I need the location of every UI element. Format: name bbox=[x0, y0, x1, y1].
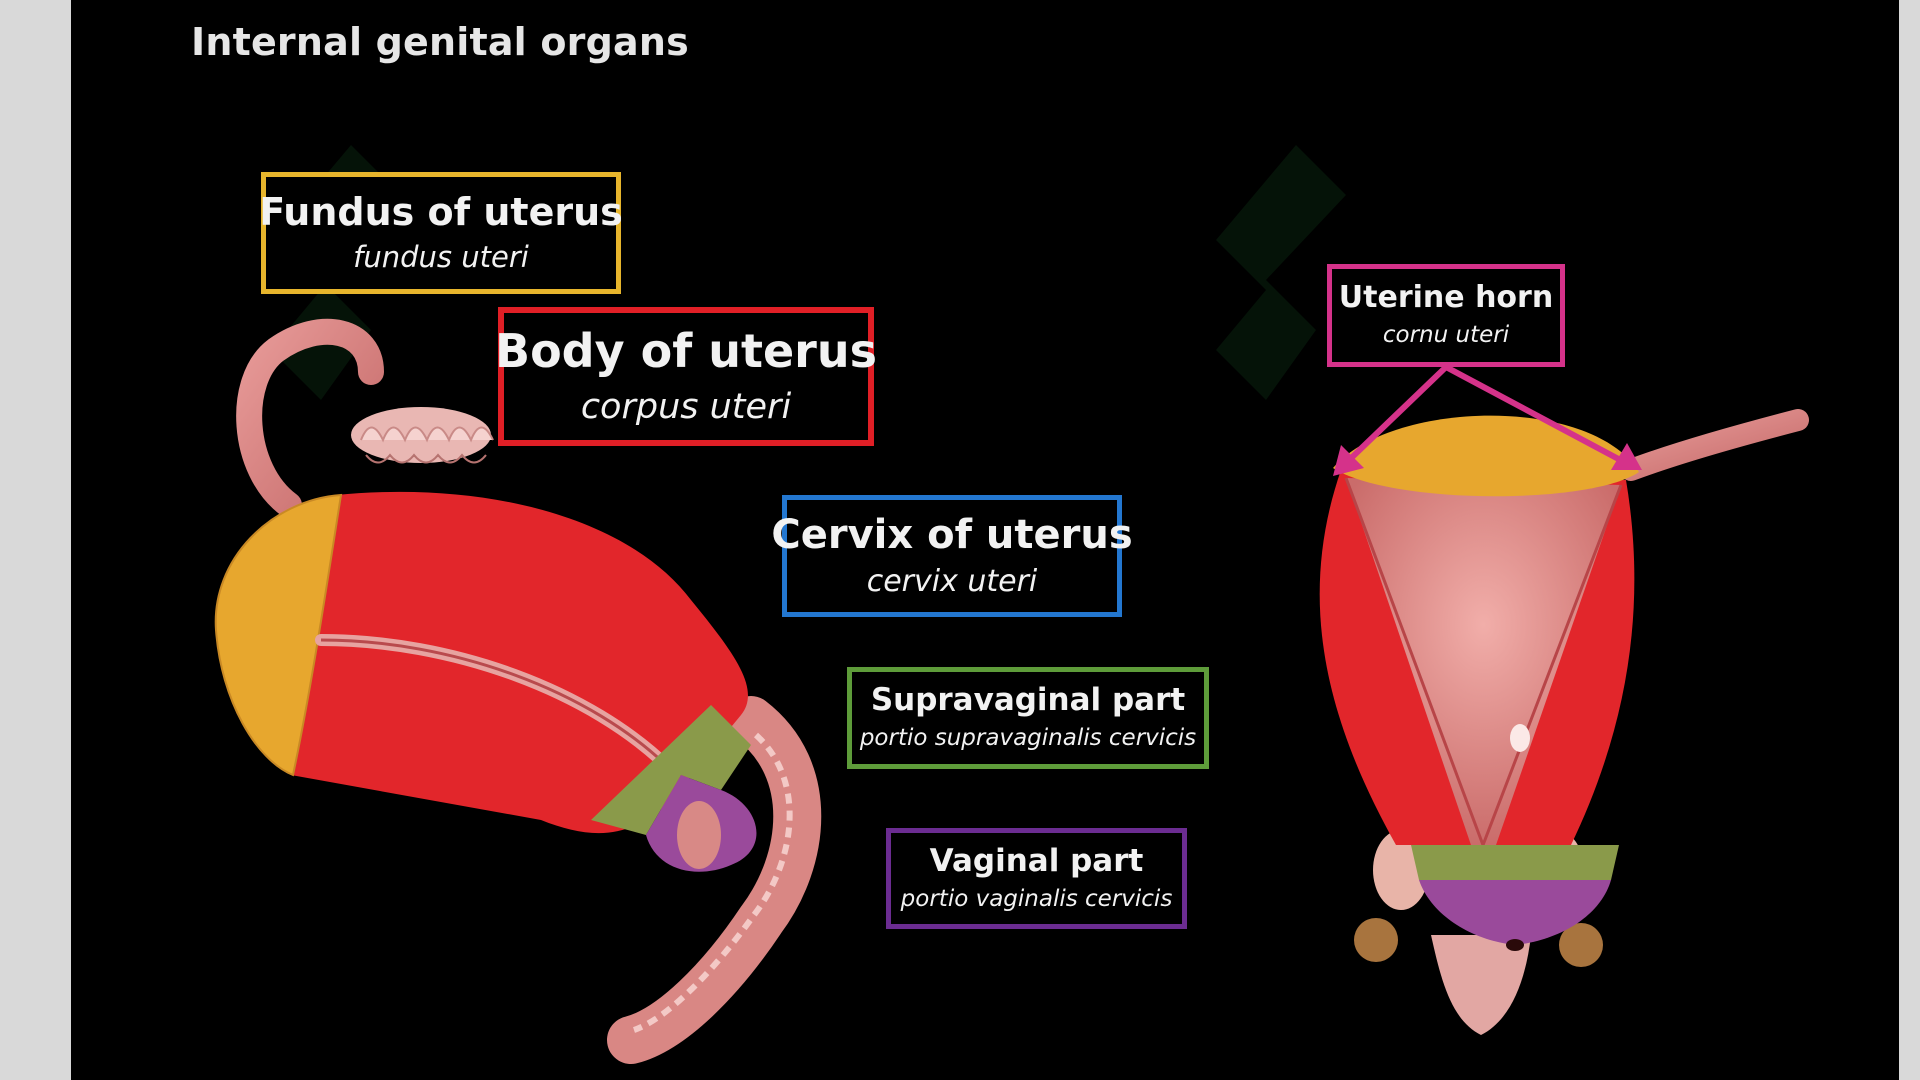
page-title: Internal genital organs bbox=[191, 20, 689, 64]
vagina-sagittal bbox=[607, 696, 822, 1064]
label-cervix-la: cervix uteri bbox=[866, 564, 1038, 599]
label-horn-la: cornu uteri bbox=[1382, 321, 1510, 348]
fallopian-tube-right bbox=[1620, 409, 1809, 481]
uterine-cavity-frontal bbox=[1346, 478, 1621, 845]
diagram-stage: Internal genital organs Fundus of uterus… bbox=[71, 0, 1899, 1080]
label-body-of-uterus: Body of uterus corpus uteri bbox=[495, 307, 877, 446]
vagina-frontal bbox=[1431, 935, 1531, 1035]
label-vaginal-part: Vaginal part portio vaginalis cervicis bbox=[886, 828, 1187, 929]
label-fundus-of-uterus: Fundus of uterus fundus uteri bbox=[259, 172, 623, 294]
label-body-la: corpus uteri bbox=[580, 386, 792, 427]
label-cervix-en: Cervix of uterus bbox=[771, 512, 1133, 558]
label-uterine-horn: Uterine horn cornu uteri bbox=[1327, 264, 1565, 367]
vaginal-part-frontal bbox=[1419, 880, 1611, 945]
label-vaginal-la: portio vaginalis cervicis bbox=[900, 885, 1173, 912]
sagittal-uterus bbox=[214, 318, 822, 1064]
body-of-uterus-sagittal bbox=[291, 491, 748, 834]
fallopian-tube-left bbox=[236, 318, 384, 518]
label-supra-la: portio supravaginalis cervicis bbox=[859, 725, 1197, 752]
label-vaginal-en: Vaginal part bbox=[929, 842, 1144, 879]
label-horn-en: Uterine horn bbox=[1338, 280, 1554, 316]
fundus-of-uterus-frontal bbox=[1333, 415, 1639, 497]
supravaginal-part-frontal bbox=[1411, 845, 1619, 880]
label-cervix-of-uterus: Cervix of uterus cervix uteri bbox=[771, 495, 1133, 617]
label-fundus-en: Fundus of uterus bbox=[259, 189, 623, 234]
fimbriae-left bbox=[351, 407, 494, 464]
fundus-of-uterus-sagittal bbox=[214, 493, 343, 777]
label-supravaginal-part: Supravaginal part portio supravaginalis … bbox=[847, 667, 1209, 769]
label-fundus-la: fundus uteri bbox=[353, 240, 529, 275]
anatomy-illustration bbox=[214, 145, 1809, 1064]
label-body-en: Body of uterus bbox=[495, 324, 877, 379]
frontal-uterus bbox=[1319, 409, 1809, 1035]
supravaginal-part-sagittal bbox=[591, 705, 751, 835]
horn-arrows bbox=[1333, 364, 1642, 476]
label-supra-en: Supravaginal part bbox=[870, 682, 1186, 719]
